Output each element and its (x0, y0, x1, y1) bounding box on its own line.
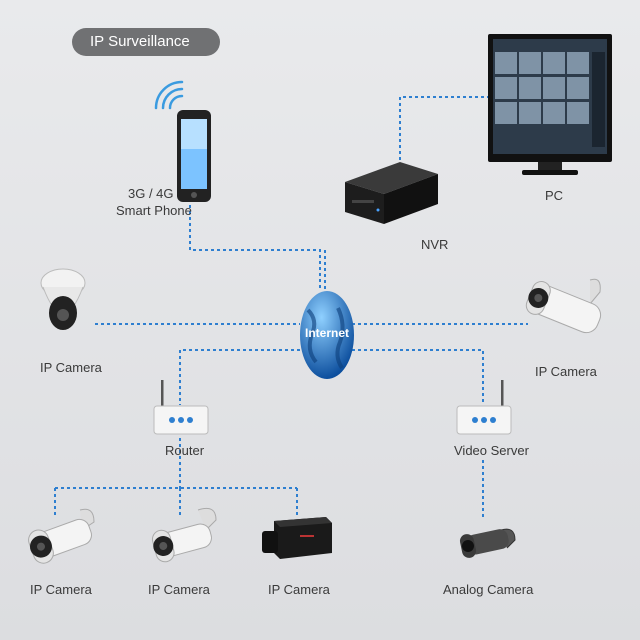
pc-node (486, 32, 616, 187)
page-title: IP Surveillance (72, 28, 220, 56)
router-node (152, 378, 210, 443)
monitor-icon (488, 34, 612, 175)
link-phone (189, 205, 321, 290)
link-pc (399, 96, 488, 160)
bullet-camera-icon (28, 508, 95, 564)
smartphone-label-line2: Smart Phone (116, 203, 192, 218)
box-camera-icon (262, 517, 332, 559)
analog-camera-label: Analog Camera (443, 582, 534, 597)
camera-bottom-1-label: IP Camera (30, 582, 92, 597)
dome-camera-icon (40, 268, 86, 330)
camera-bottom-3-node (260, 515, 336, 570)
smartphone-icon (154, 80, 211, 202)
camera-left-node (38, 265, 88, 345)
analog-camera-icon (459, 528, 516, 558)
smartphone-label-line1: 3G / 4G (128, 186, 174, 201)
internet-hub (298, 290, 356, 385)
router-icon (153, 380, 209, 435)
analog-camera-node (455, 518, 519, 573)
pc-label: PC (545, 188, 564, 203)
nvr-icon (345, 162, 438, 224)
camera-right-node (520, 272, 610, 357)
video-server-icon (456, 380, 512, 435)
camera-bottom-2-node (146, 502, 226, 579)
camera-bottom-2-label: IP Camera (148, 582, 210, 597)
smartphone-node (150, 72, 220, 212)
bullet-camera-icon (151, 507, 217, 563)
link-router-cameras (54, 438, 298, 515)
camera-left-label: IP Camera (40, 360, 102, 375)
video-server-label: Video Server (454, 443, 529, 458)
link-video-server (352, 349, 484, 405)
camera-bottom-3-label: IP Camera (268, 582, 330, 597)
nvr-node (340, 150, 440, 237)
camera-right-label: IP Camera (535, 364, 597, 379)
camera-bottom-1-node (22, 500, 102, 580)
link-router (179, 349, 300, 405)
bullet-camera-icon (525, 278, 602, 334)
router-label: Router (165, 443, 205, 458)
globe-icon (300, 291, 354, 379)
video-server-node (455, 378, 513, 443)
nvr-label: NVR (421, 237, 449, 252)
internet-label: Internet (304, 326, 349, 340)
